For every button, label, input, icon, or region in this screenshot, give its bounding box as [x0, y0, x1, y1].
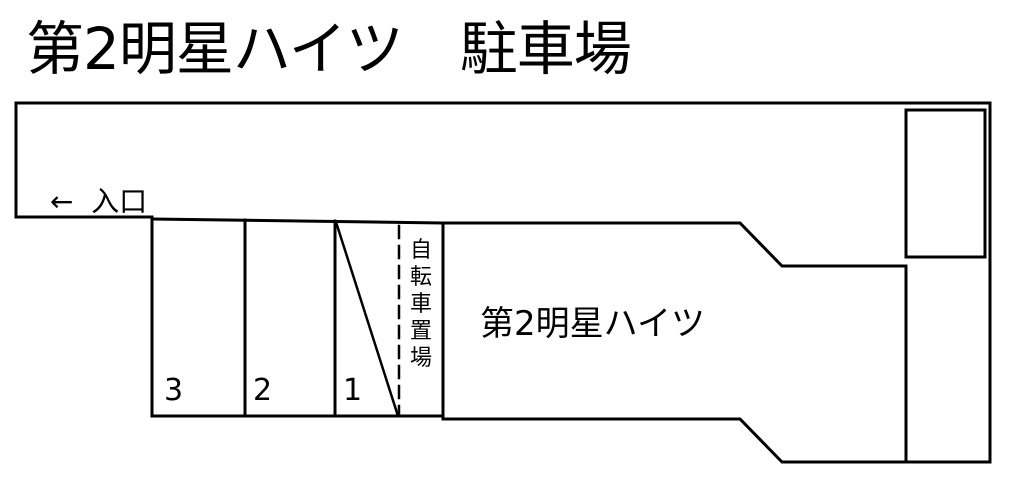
entrance-text: 入口 [91, 185, 148, 218]
storage-box [904, 108, 987, 259]
entrance-label: ← 入口 [32, 148, 147, 220]
building-label: 第2明星ハイツ [480, 304, 705, 344]
left-arrow-icon: ← [49, 185, 74, 218]
page-title: 第2明星ハイツ 駐車場 [26, 15, 632, 83]
bicycle-parking-label: 自転車置場 [409, 238, 432, 371]
entrance-lane-lower-edge [150, 217, 908, 268]
lot-outline [14, 101, 992, 464]
slot-1-diagonal [334, 220, 400, 418]
parking-slot-3-number: 3 [164, 373, 184, 408]
parking-slot-1-number: 1 [343, 373, 363, 408]
parking-slot-2-number: 2 [253, 373, 273, 408]
